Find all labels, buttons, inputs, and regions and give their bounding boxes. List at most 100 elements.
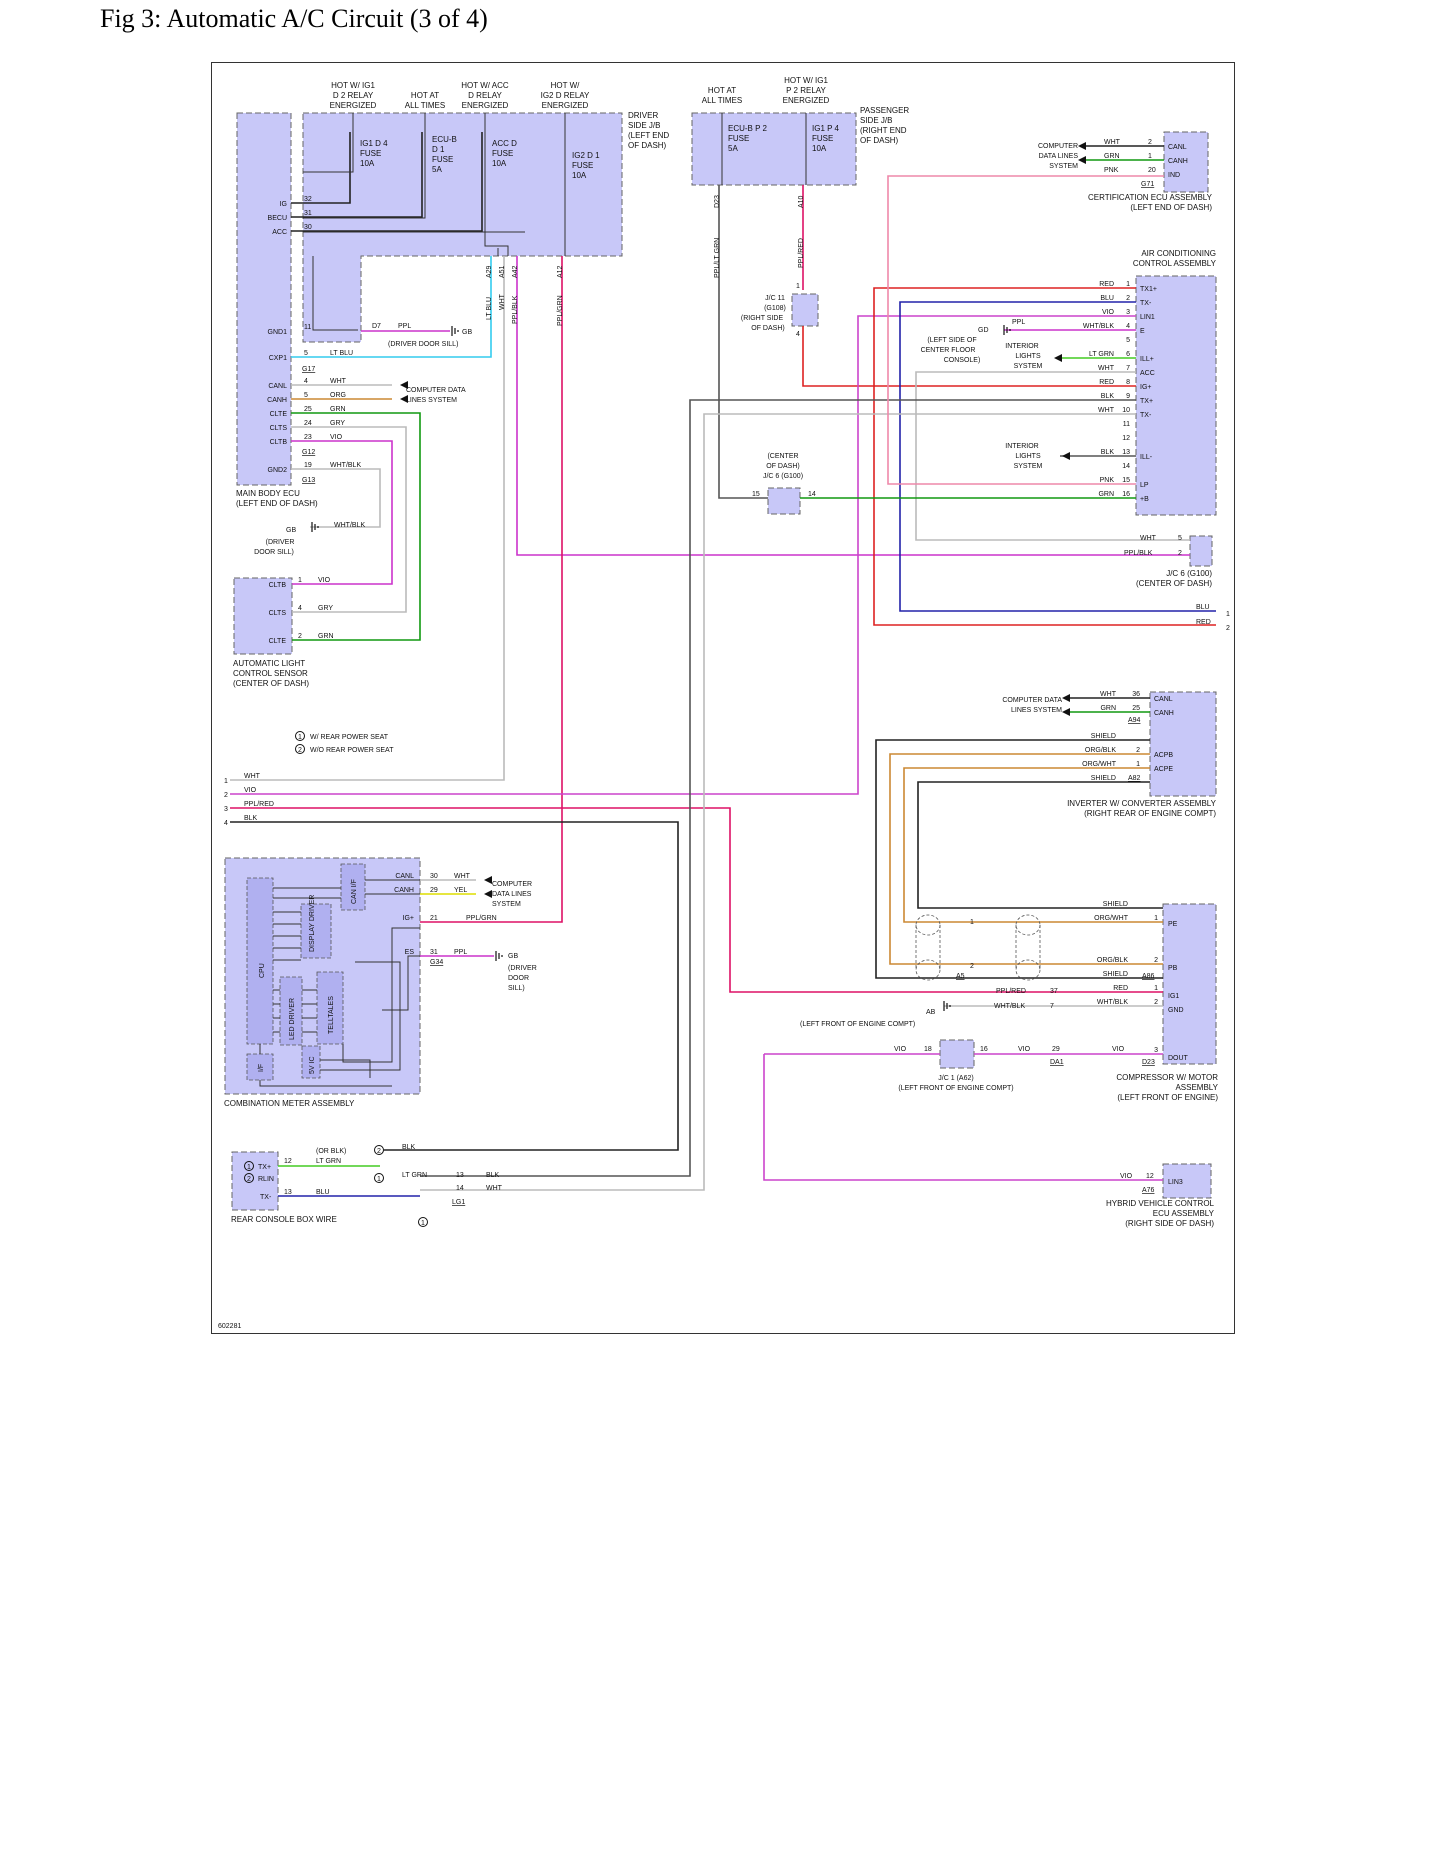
wire-mb-ig (291, 132, 351, 204)
ac-num-1: 2 (1126, 295, 1130, 302)
cmp-num-0: 1 (1154, 915, 1158, 922)
gb2-wire: WHT/BLK (334, 522, 365, 529)
legend-text-1: W/ REAR POWER SEAT (310, 734, 389, 741)
main-body-name: MAIN BODY ECU(LEFT END OF DASH) (236, 489, 318, 508)
main-body-num-5: 4 (304, 378, 308, 385)
cert-num-1: 1 (1148, 153, 1152, 160)
passenger-jb-box (691, 112, 857, 186)
jc1-label: J/C 1 (A62)(LEFT FRONT OF ENGINE COMPT) (898, 1075, 1013, 1092)
jc6b-box (1189, 535, 1213, 567)
main-body-pin-3: GND1 (268, 329, 288, 336)
arrow-4 (1062, 452, 1070, 460)
ac-wire-1: BLU (1100, 295, 1114, 302)
light-sensor-num-2: 2 (298, 633, 302, 640)
light-sensor-wire-2: GRN (318, 633, 334, 640)
offpage-wire-1: VIO (244, 787, 257, 794)
offpage-wire-3: BLK (244, 815, 258, 822)
cmp-pin-0: PE (1168, 921, 1178, 928)
display-driver-block (300, 903, 332, 959)
cmp-sp-2: 2 (970, 963, 974, 970)
ac-pin-5: ILL+ (1140, 356, 1154, 363)
main-body-num-8: 24 (304, 420, 312, 427)
inv-wire-4: ORG/WHT (1082, 761, 1117, 768)
rear-pin-1: TX+ (258, 1164, 271, 1171)
rear-mnum-2: 14 (456, 1185, 464, 1192)
rear-wire-blu: BLU (316, 1189, 330, 1196)
figure-code: 602281 (218, 1323, 241, 1330)
arrow-1 (1078, 156, 1086, 164)
ac-gd-wire: PPL (1012, 319, 1025, 326)
ac-pin-15: +B (1140, 496, 1149, 503)
ac-wire-0: RED (1099, 281, 1114, 288)
right-off-wire-1: BLU (1196, 604, 1210, 611)
ground-3 (943, 1001, 951, 1011)
inv-wire-0: WHT (1100, 691, 1117, 698)
cm-pin-1: CANH (394, 887, 414, 894)
cm-wire-3: PPL (454, 949, 467, 956)
ac-wire-2: VIO (1102, 309, 1115, 316)
cert-conn: G71 (1141, 181, 1154, 188)
ac-ecu-box (1135, 275, 1217, 516)
rear-wire-blk-2: BLK (486, 1172, 500, 1179)
arrow-7 (400, 395, 408, 403)
ac-wire-9: WHT (1098, 407, 1115, 414)
ac-num-10: 11 (1123, 421, 1130, 428)
wire-ppllt-v: PPL/LT GRN (714, 238, 721, 278)
rear-wire-blk: BLK (402, 1144, 416, 1151)
cm-pin-3: ES (405, 949, 415, 956)
ac-wire-14: PNK (1100, 477, 1115, 484)
cert-pin-1: CANH (1168, 158, 1188, 165)
legend-circle-2 (295, 744, 305, 754)
cert-wire-2: PNK (1104, 167, 1119, 174)
led-label: LED DRIVER (289, 998, 296, 1040)
jc1-wire-2: VIO (1018, 1046, 1031, 1053)
arrow-6 (400, 381, 408, 389)
rear-c2-b (374, 1145, 384, 1155)
wire-ac-wht-10 (420, 413, 1136, 1191)
wire-jc1-vio (763, 1053, 1163, 1181)
inv-pin-2: ACPB (1154, 752, 1173, 759)
ab-label: AB (926, 1009, 936, 1016)
arrow-2 (1062, 694, 1070, 702)
main-body-pin-6: CANH (267, 397, 287, 404)
rear-pin-3: TX- (260, 1194, 272, 1201)
driver-jb-box (302, 112, 623, 343)
main-body-num-0: 32 (304, 196, 312, 203)
ab-wire-1: PPL/RED (996, 988, 1026, 995)
wire-ac-blu (899, 301, 1216, 612)
legend-num-2: 2 (298, 747, 302, 754)
gb2-label: GB (286, 527, 296, 534)
disp-label: DISPLAY DRIVER (309, 895, 316, 952)
page-title: Fig 3: Automatic A/C Circuit (3 of 4) (100, 4, 488, 33)
ac-num-2: 3 (1126, 309, 1130, 316)
wire-inv-orgblk (889, 753, 1163, 965)
jc11-pin-4: 4 (796, 331, 800, 338)
main-body-pin-4: CXP1 (269, 355, 287, 362)
rear-name: REAR CONSOLE BOX WIRE (231, 1215, 337, 1224)
ac-pin-12: ILL- (1140, 454, 1153, 461)
main-body-wire-4: GRY (330, 420, 345, 427)
gb-label: GB (462, 329, 472, 336)
rear-wire-orblk: (OR BLK) (316, 1148, 346, 1155)
wire-mb-becu (291, 132, 423, 218)
cm-wire-0: WHT (454, 873, 471, 880)
legend-circle-1 (295, 731, 305, 741)
main-body-num-10: 19 (304, 462, 312, 469)
ac-num-4: 5 (1126, 337, 1130, 344)
ac-pin-1: TX- (1140, 300, 1152, 307)
conn-a12: A12 (557, 265, 564, 278)
inv-name: INVERTER W/ CONVERTER ASSEMBLY(RIGHT REA… (1067, 799, 1217, 818)
rear-wire-wht: WHT (486, 1185, 503, 1192)
ac-pin-14: LP (1140, 482, 1149, 489)
wire-inv-shield-1 (875, 739, 1163, 979)
